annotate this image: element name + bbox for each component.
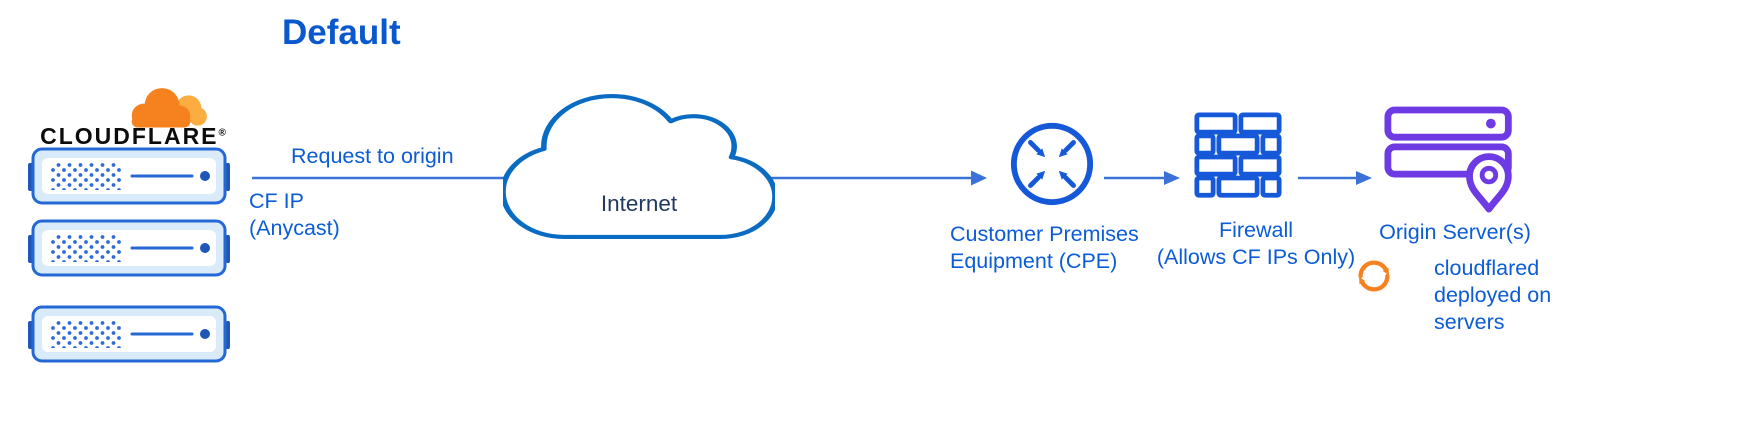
cpe-label-line1: Customer Premises [950, 222, 1139, 246]
cloudflared-label-line1: cloudflared [1434, 256, 1540, 280]
origin-server-icon [1384, 106, 1512, 213]
cpe-label-line2: Equipment (CPE) [950, 249, 1118, 273]
cf-ip-line: CF IP [249, 189, 304, 213]
cpe-icon [1010, 122, 1094, 206]
cloudflared-label: cloudflared deployed on servers [1434, 255, 1551, 336]
registered-mark: ® [218, 127, 226, 139]
firewall-label-line2: (Allows CF IPs Only) [1156, 245, 1356, 269]
cpe-label: Customer Premises Equipment (CPE) [950, 221, 1139, 275]
edge-server-icon [28, 219, 230, 277]
firewall-to-origin-arrow [1298, 171, 1372, 185]
cloudflare-wordmark: CLOUDFLARE® [34, 123, 232, 150]
cloudflared-sync-icon [1351, 260, 1397, 299]
diagram-title: Default [282, 13, 401, 52]
internet-cloud-icon [503, 94, 775, 239]
firewall-label-line1: Firewall [1218, 218, 1294, 242]
internet-label: Internet [600, 191, 678, 216]
cloudflared-label-line3: servers [1434, 310, 1505, 334]
firewall-icon [1194, 112, 1282, 198]
location-pin-icon [1466, 153, 1512, 213]
origin-label: Origin Server(s) [1379, 220, 1531, 244]
firewall-label: Firewall (Allows CF IPs Only) [1153, 217, 1359, 271]
cpe-to-firewall-arrow [1104, 171, 1180, 185]
cloudflared-label-line2: deployed on [1434, 283, 1552, 307]
anycast-line: (Anycast) [249, 216, 340, 240]
edge-server-icon [28, 305, 230, 363]
cf-ip-anycast-label: CF IP (Anycast) [249, 188, 340, 242]
edge-server-icon [28, 147, 230, 205]
cloudflare-cloud-icon [131, 88, 207, 128]
request-to-origin-label: Request to origin [291, 144, 454, 168]
cloudflare-brand-text: CLOUDFLARE [40, 123, 219, 149]
